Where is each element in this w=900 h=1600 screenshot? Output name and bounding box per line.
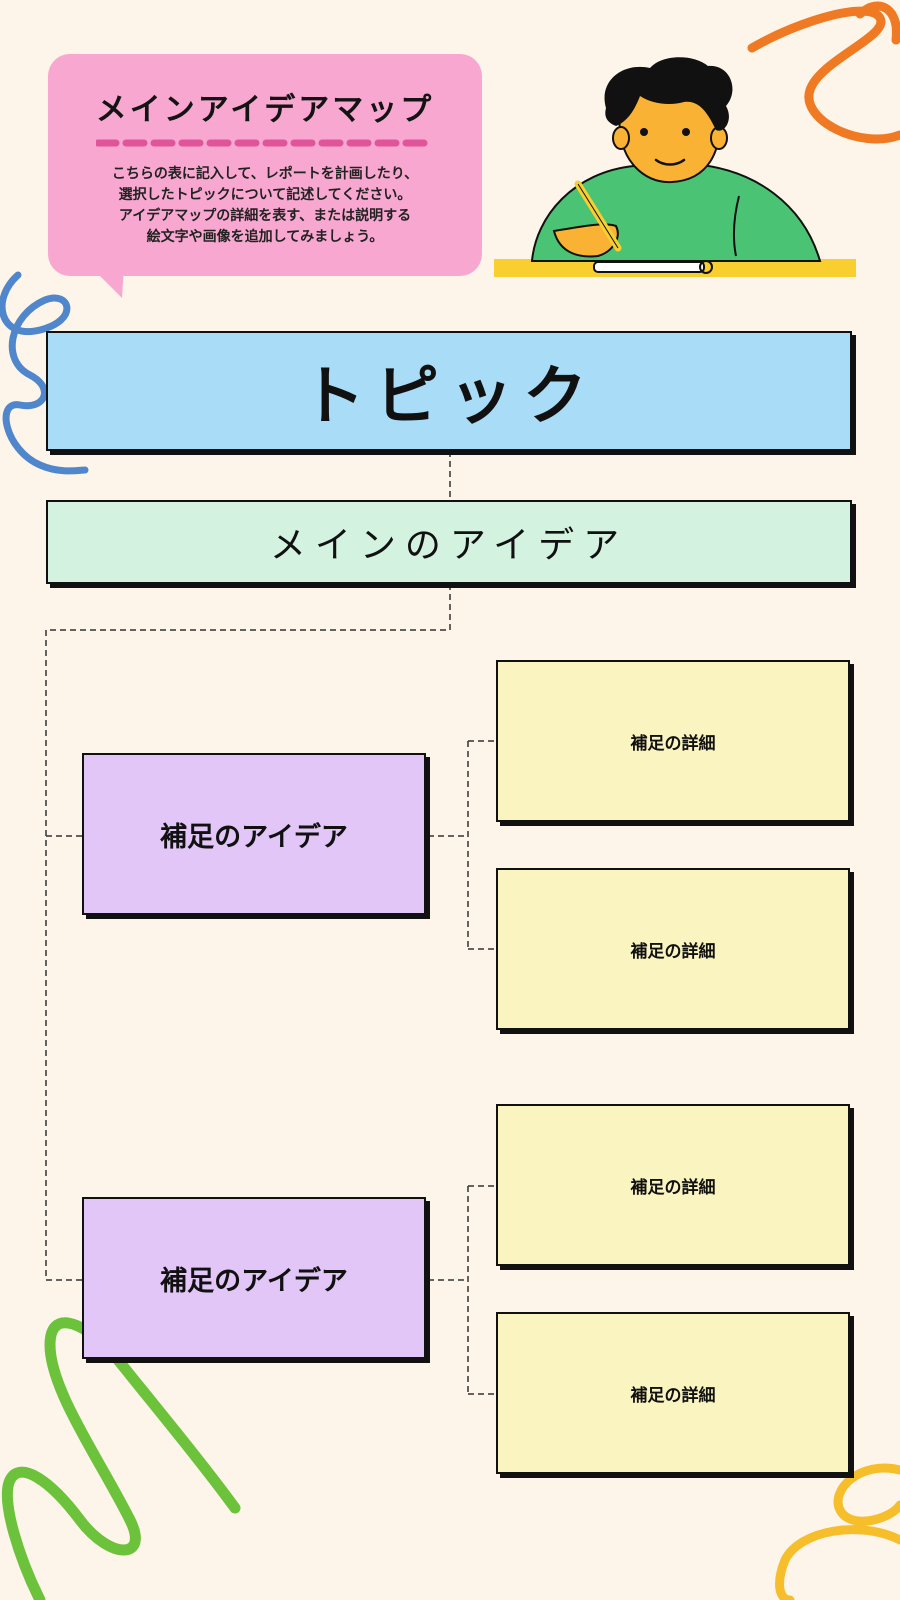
topic-box: トピック	[46, 331, 852, 451]
supporting-idea-box: 補足のアイデア	[82, 1197, 426, 1359]
topic-label: トピック	[301, 360, 597, 434]
green-squiggle	[1, 1317, 241, 1600]
instruction-bubble: メインアイデアマップ こちらの表に記入して、レポートを計画したり、 選択したトピ…	[48, 54, 482, 276]
supporting-idea-box: 補足のアイデア	[82, 753, 426, 915]
connector-main-branch	[45, 584, 451, 1281]
pink-dash-underline	[96, 139, 436, 147]
detail-label: 補足の詳細	[630, 733, 716, 754]
detail-box: 補足の詳細	[496, 1104, 850, 1266]
connector-sub1-details	[428, 740, 496, 950]
supporting-idea-label: 補足のアイデア	[160, 821, 348, 853]
yellow-squiggle	[775, 1463, 900, 1600]
student-writing-icon	[494, 57, 856, 277]
detail-box: 補足の詳細	[496, 660, 850, 822]
detail-box: 補足の詳細	[496, 868, 850, 1030]
connector-sub2-details	[428, 1185, 496, 1395]
instruction-line: 選択したトピックについて記述してください。	[118, 187, 412, 203]
bubble-tail	[90, 266, 124, 298]
main-idea-box: メインのアイデア	[46, 500, 852, 584]
supporting-idea-label: 補足のアイデア	[160, 1265, 348, 1297]
instructions-text: こちらの表に記入して、レポートを計画したり、 選択したトピックについて記述してく…	[72, 164, 458, 248]
detail-box: 補足の詳細	[496, 1312, 850, 1474]
main-idea-label: メインのアイデア	[269, 525, 629, 566]
instruction-line: アイデアマップの詳細を表す、または説明する	[118, 208, 412, 224]
detail-label: 補足の詳細	[630, 1177, 716, 1198]
instruction-line: 絵文字や画像を追加してみましょう。	[146, 229, 384, 245]
detail-label: 補足の詳細	[630, 1385, 716, 1406]
detail-label: 補足の詳細	[630, 941, 716, 962]
instruction-line: こちらの表に記入して、レポートを計画したり、	[111, 166, 419, 182]
page-title: メインアイデアマップ	[95, 92, 435, 128]
